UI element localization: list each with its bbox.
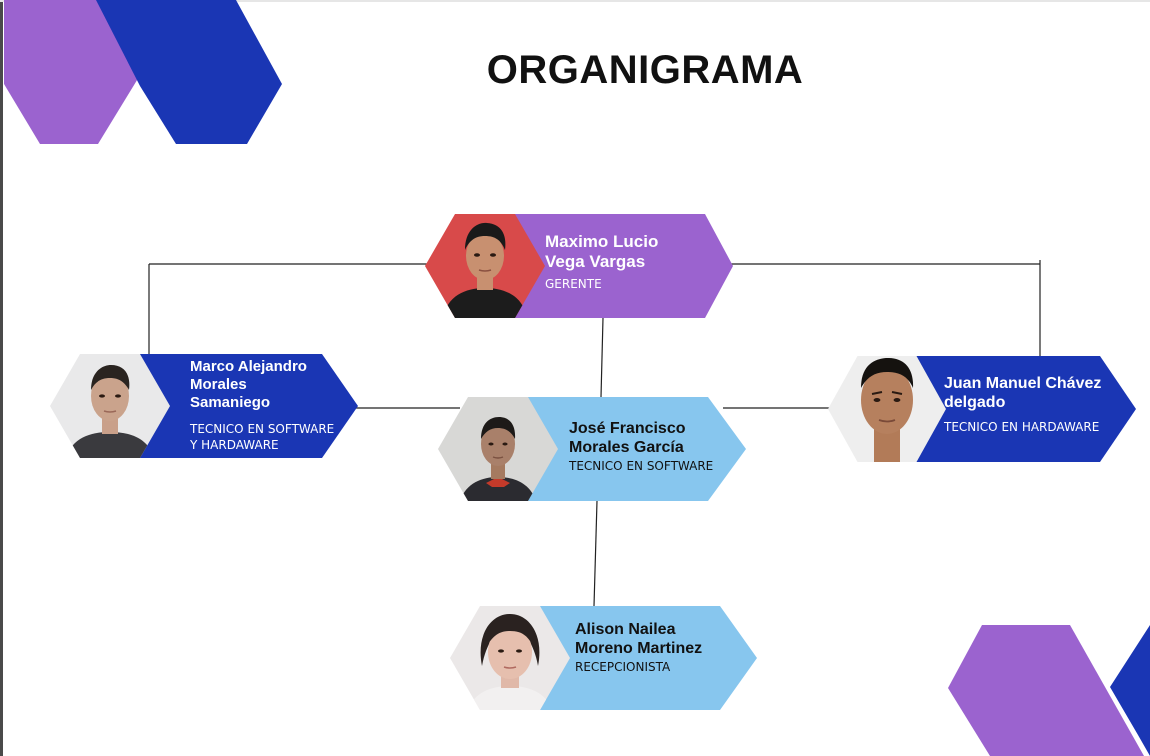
page-title: ORGANIGRAMA	[486, 48, 804, 92]
node-name: José Francisco Morales García	[569, 420, 686, 457]
org-node-jose: José Francisco Morales García TECNICO EN…	[438, 397, 746, 501]
avatar	[50, 354, 170, 458]
node-text: Maximo Lucio Vega Vargas GERENTE	[545, 232, 725, 292]
node-name: Marco Alejandro Morales Samaniego	[190, 358, 307, 411]
org-node-marco: Marco Alejandro Morales Samaniego TECNIC…	[50, 354, 358, 458]
node-name: Maximo Lucio Vega Vargas	[545, 232, 659, 272]
avatar	[828, 356, 946, 462]
avatar	[438, 397, 558, 501]
node-role: TECNICO EN SOFTWARE Y HARDAWARE	[190, 422, 335, 452]
node-text: Marco Alejandro Morales Samaniego TECNIC…	[190, 358, 350, 453]
page-top-edge	[0, 0, 1150, 2]
node-role: TECNICO EN SOFTWARE	[569, 459, 714, 474]
node-name: Juan Manuel Chávez delgado	[944, 375, 1102, 412]
org-node-alison: Alison Nailea Moreno Martinez RECEPCIONI…	[450, 606, 757, 710]
org-node-juan: Juan Manuel Chávez delgado TECNICO EN HA…	[828, 356, 1136, 462]
node-role: RECEPCIONISTA	[575, 660, 671, 675]
connector-jose-alison	[593, 500, 598, 607]
node-banner	[908, 356, 1136, 462]
node-role: TECNICO EN HARDAWARE	[944, 420, 1100, 435]
node-text: Alison Nailea Moreno Martinez RECEPCIONI…	[575, 620, 745, 676]
node-text: Juan Manuel Chávez delgado TECNICO EN HA…	[944, 374, 1114, 436]
node-name: Alison Nailea Moreno Martinez	[575, 621, 703, 658]
node-text: José Francisco Morales García TECNICO EN…	[569, 419, 739, 475]
connector-gerente-jose	[600, 317, 604, 398]
node-role: GERENTE	[545, 276, 602, 291]
page-edge	[0, 0, 3, 756]
org-node-gerente: Maximo Lucio Vega Vargas GERENTE	[425, 214, 733, 318]
